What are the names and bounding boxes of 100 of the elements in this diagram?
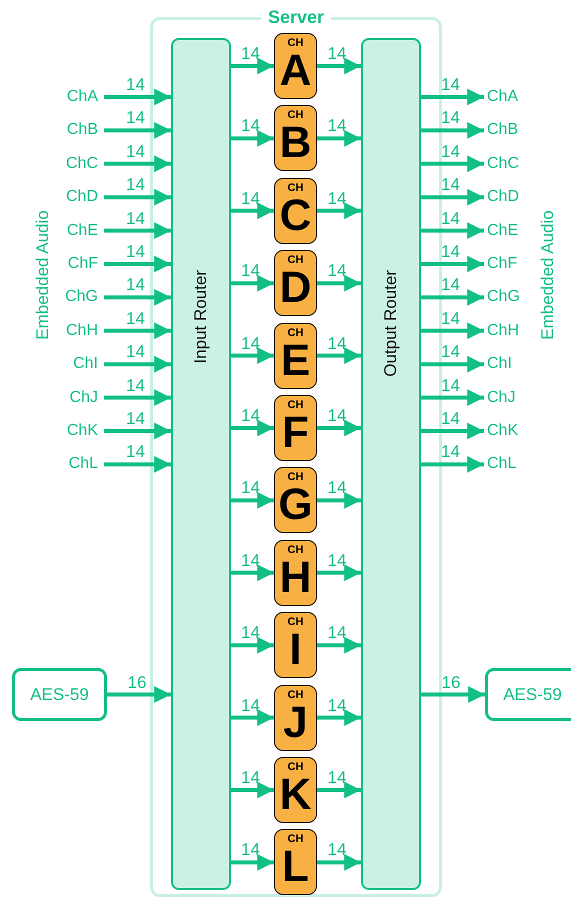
edge-label: 14: [241, 624, 260, 642]
edge-label: 14: [241, 841, 260, 860]
channel-box: [274, 540, 317, 606]
channel-box: [274, 250, 317, 316]
edge-label: 14: [328, 407, 346, 425]
edge-label: 14: [126, 243, 145, 261]
interface-label: AES-59: [30, 684, 89, 704]
edge-label: 14: [126, 176, 145, 194]
channel-name: ChA: [487, 88, 518, 105]
arrow: [421, 389, 484, 406]
channel-letter: L: [282, 845, 309, 890]
channel-letter: B: [280, 121, 312, 166]
edge-label: 14: [328, 624, 346, 642]
arrow: [421, 222, 484, 239]
channel-tag: CH: [288, 255, 304, 266]
edge-label: 14: [126, 210, 145, 228]
channel-name: ChL: [487, 455, 516, 472]
arrow: [317, 854, 361, 871]
arrow: [104, 256, 171, 272]
edge-label: 14: [241, 407, 260, 425]
channel-name: ChG: [487, 288, 520, 306]
edge-label: 14: [241, 479, 260, 498]
channel-letter: K: [280, 773, 312, 817]
channel-name: ChH: [66, 322, 98, 339]
router-label: Output Router: [381, 270, 401, 377]
channel-letter: E: [280, 338, 310, 383]
edge-label: 14: [441, 343, 460, 362]
channel-name: ChC: [66, 154, 98, 172]
arrow: [317, 130, 361, 147]
channel-tag: CH: [288, 834, 304, 846]
edge-label: 14: [126, 310, 145, 328]
arrow: [231, 564, 274, 582]
arrow: [231, 709, 274, 726]
edge-label: 14: [241, 552, 260, 570]
edge-label: 14: [441, 210, 460, 228]
arrow: [317, 347, 361, 364]
channel-name: ChE: [66, 222, 98, 239]
channel-letter: A: [280, 49, 312, 93]
channel-box: [274, 684, 317, 751]
edge-label: 14: [241, 117, 260, 136]
side-label: Embedded Audio: [538, 210, 558, 340]
arrow: [104, 122, 171, 139]
channel-box: [274, 395, 317, 461]
edge-label: 14: [441, 410, 460, 428]
router-block: [171, 38, 231, 890]
channel-tag: CH: [288, 690, 304, 701]
arrow: [231, 492, 274, 509]
channel-letter: I: [289, 628, 302, 672]
edge-label: 14: [328, 841, 346, 860]
edge-label: 14: [241, 334, 260, 353]
arrow: [421, 256, 484, 272]
edge-label: 14: [441, 142, 460, 161]
channel-letter: D: [280, 266, 312, 310]
channel-box: [274, 105, 317, 172]
channel-tag: CH: [288, 762, 304, 773]
arrow: [317, 58, 361, 74]
channel-tag: CH: [288, 617, 304, 628]
arrow: [104, 456, 171, 473]
channel-name: ChA: [66, 88, 98, 105]
channel-box: [274, 612, 317, 678]
channel-name: ChB: [487, 121, 518, 138]
edge-label: 14: [328, 262, 346, 280]
channel-name: ChL: [68, 455, 98, 472]
arrow: [104, 222, 171, 239]
edge-label: 14: [126, 76, 145, 94]
arrow: [104, 155, 171, 172]
arrow: [231, 782, 274, 798]
arrow: [104, 389, 171, 406]
arrow: [231, 347, 274, 364]
edge-label: 14: [328, 45, 346, 63]
arrow: [104, 322, 171, 340]
edge-label: 14: [441, 76, 460, 94]
arrow: [231, 58, 274, 74]
interface-box: [485, 668, 571, 721]
edge-label: 14: [241, 696, 260, 715]
channel-name: ChK: [487, 422, 518, 439]
channel-letter: C: [280, 194, 312, 238]
arrow: [104, 88, 171, 106]
edge-label: 14: [241, 769, 260, 787]
channel-name: ChF: [487, 255, 518, 272]
edge-label: 14: [126, 109, 145, 128]
edge-label: 14: [241, 45, 260, 63]
arrow: [107, 686, 171, 703]
edge-label: 14: [126, 410, 145, 428]
channel-tag: CH: [288, 400, 304, 411]
edge-label: 14: [328, 479, 346, 498]
arrow: [231, 274, 274, 292]
edge-label: 14: [328, 117, 346, 136]
arrow: [317, 564, 361, 582]
channel-name: ChG: [65, 288, 98, 306]
arrow: [317, 636, 361, 654]
arrow: [317, 420, 361, 436]
arrow: [104, 289, 171, 306]
arrow: [421, 155, 484, 172]
arrow: [421, 88, 484, 106]
arrow: [104, 356, 171, 373]
edge-label: 14: [241, 262, 260, 280]
arrow: [421, 456, 484, 473]
edge-label: 14: [328, 334, 346, 353]
channel-name: ChD: [66, 188, 98, 206]
